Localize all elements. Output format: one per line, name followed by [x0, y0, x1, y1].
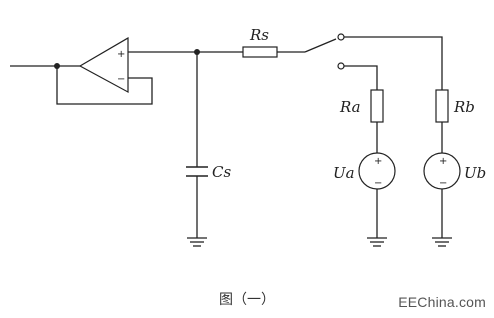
rb-label: Rb	[453, 98, 475, 116]
rs-label: Rs	[249, 26, 269, 44]
opamp-buffer: + −	[78, 36, 129, 94]
ground-symbol-ub	[432, 237, 452, 247]
resistor-rs	[242, 46, 278, 58]
ub-label: Ub	[464, 164, 486, 182]
feedback-loop-wire	[56, 66, 153, 105]
voltage-source-ub: + −	[423, 152, 461, 190]
figure-caption: 图（一）	[219, 292, 275, 308]
ground-symbol-ua	[367, 237, 387, 247]
ua-minus-sign: −	[374, 178, 382, 189]
ua-label: Ua	[333, 164, 355, 182]
resistor-rb	[435, 89, 449, 123]
rb-branch-wire	[344, 36, 443, 238]
ra-label: Ra	[339, 98, 361, 116]
ub-plus-sign: +	[439, 156, 447, 167]
site-watermark: EEChina.com	[398, 294, 486, 310]
ub-minus-sign: −	[439, 178, 447, 189]
resistor-ra	[370, 89, 384, 123]
opamp-plus-sign: +	[117, 49, 125, 60]
opamp-minus-sign: −	[117, 74, 125, 85]
ua-plus-sign: +	[374, 156, 382, 167]
ra-branch-wire	[344, 65, 378, 238]
capacitor-cs	[186, 166, 208, 177]
ground-symbol-cs	[187, 237, 207, 247]
voltage-source-ua: + −	[358, 152, 396, 190]
cs-label: Cs	[212, 163, 231, 181]
switch	[304, 33, 345, 70]
